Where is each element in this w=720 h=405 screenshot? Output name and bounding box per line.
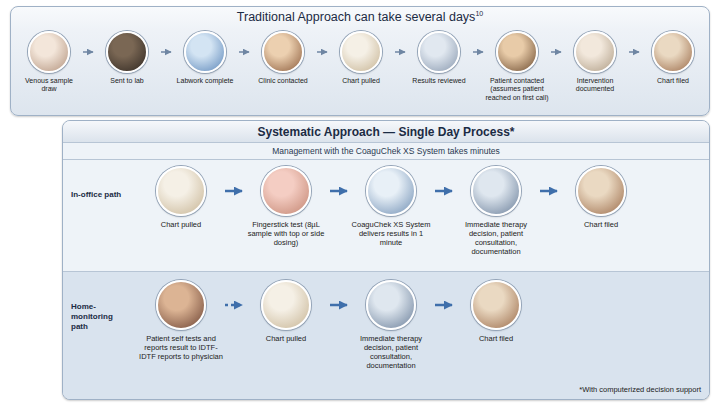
step-icon	[261, 280, 311, 330]
flow-arrow	[225, 304, 242, 307]
step-label: Patient contacted (assumes patient reach…	[485, 77, 549, 102]
step-icon	[261, 166, 311, 216]
step-label: Results reviewed	[407, 77, 471, 85]
flow-arrow	[395, 51, 405, 53]
step-label: Clinic contacted	[251, 77, 315, 85]
path-band: Home-monitoring pathPatient self tests a…	[63, 271, 709, 399]
step-node: CoaguChek XS System delivers results in …	[349, 166, 433, 247]
flow-arrow	[473, 51, 483, 53]
step-node: Venous sample draw	[17, 31, 81, 94]
step-icon	[496, 31, 538, 73]
flow-arrow	[161, 51, 171, 53]
flow-arrow	[330, 190, 347, 193]
step-icon	[366, 166, 416, 216]
title-text: Traditional Approach can take several da…	[237, 10, 476, 24]
step-node: Intervention documented	[563, 31, 627, 94]
flow-arrow	[435, 190, 452, 193]
flow-arrow	[435, 304, 452, 307]
path-label: In-office path	[71, 190, 123, 200]
step-icon	[106, 31, 148, 73]
step-icon	[574, 31, 616, 73]
path-label: Home-monitoring path	[71, 302, 123, 332]
step-icon	[366, 280, 416, 330]
step-node: Chart filed	[641, 31, 705, 85]
step-node: Patient self tests and reports result to…	[139, 280, 223, 361]
step-label: Chart filed	[641, 77, 705, 85]
panel-title: Systematic Approach — Single Day Process…	[63, 125, 709, 139]
step-icon	[471, 280, 521, 330]
step-label: Chart pulled	[329, 77, 393, 85]
step-icon	[156, 166, 206, 216]
step-label: Labwork complete	[173, 77, 237, 85]
step-label: Chart pulled	[244, 334, 328, 343]
flow-arrow	[551, 51, 561, 53]
step-icon	[28, 31, 70, 73]
step-icon	[576, 166, 626, 216]
step-label: Venous sample draw	[17, 77, 81, 94]
step-label: Immediate therapy decision, patient cons…	[349, 334, 433, 370]
step-node: Chart pulled	[139, 166, 223, 229]
step-label: CoaguChek XS System delivers results in …	[349, 220, 433, 247]
step-node: Results reviewed	[407, 31, 471, 85]
step-label: Patient self tests and reports result to…	[139, 334, 223, 361]
panel-subtitle: Management with the CoaguChek XS System …	[63, 146, 709, 156]
flow-arrow	[330, 304, 347, 307]
path-band: In-office pathChart pulled Fingerstick te…	[63, 159, 709, 271]
step-node: Labwork complete	[173, 31, 237, 85]
step-label: Sent to lab	[95, 77, 159, 85]
footnote: *With computerized decision support	[579, 385, 701, 394]
flow-arrow	[83, 51, 93, 53]
step-icon	[262, 31, 304, 73]
step-node: Clinic contacted	[251, 31, 315, 85]
flow-arrow	[239, 51, 249, 53]
step-label: Chart filed	[559, 220, 643, 229]
step-node: Patient contacted (assumes patient reach…	[485, 31, 549, 102]
panel-title: Traditional Approach can take several da…	[11, 10, 709, 24]
flow-arrow	[629, 51, 639, 53]
panel: Systematic Approach — Single Day Process…	[62, 120, 710, 400]
flow-arrow	[225, 190, 242, 193]
step-node: Chart pulled	[244, 280, 328, 343]
step-icon	[471, 166, 521, 216]
step-icon	[418, 31, 460, 73]
step-node: Fingerstick test (8µL sample with top or…	[244, 166, 328, 247]
step-node: Chart pulled	[329, 31, 393, 85]
footnote-ref: 10	[475, 10, 483, 17]
step-node: Sent to lab	[95, 31, 159, 85]
step-label: Immediate therapy decision, patient cons…	[454, 220, 538, 256]
step-node: Immediate therapy decision, patient cons…	[349, 280, 433, 370]
step-icon	[340, 31, 382, 73]
step-label: Chart pulled	[139, 220, 223, 229]
step-icon	[184, 31, 226, 73]
flow-arrow	[540, 190, 557, 193]
step-label: Intervention documented	[563, 77, 627, 94]
step-icon	[652, 31, 694, 73]
flow-arrow	[317, 51, 327, 53]
step-icon	[156, 280, 206, 330]
step-node: Chart filed	[454, 280, 538, 343]
step-label: Fingerstick test (8µL sample with top or…	[244, 220, 328, 247]
step-node: Chart filed	[559, 166, 643, 229]
step-node: Immediate therapy decision, patient cons…	[454, 166, 538, 256]
step-label: Chart filed	[454, 334, 538, 343]
panel: Traditional Approach can take several da…	[10, 6, 710, 116]
